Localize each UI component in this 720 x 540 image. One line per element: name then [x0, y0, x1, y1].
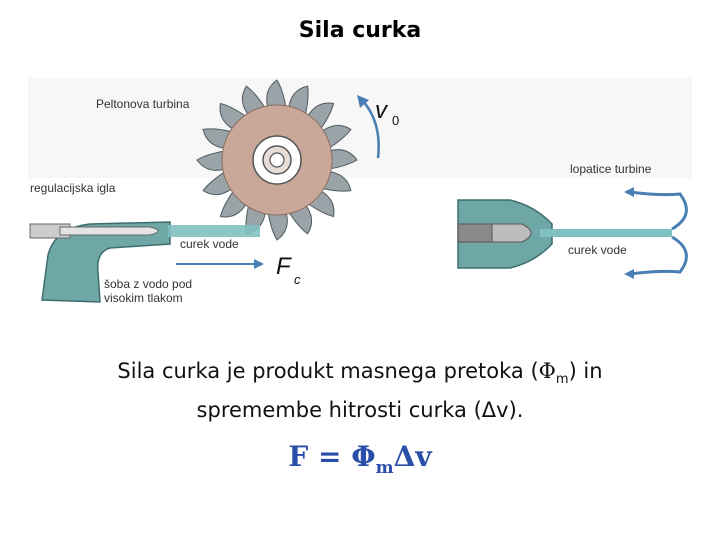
- wheel-bucket: [196, 150, 226, 171]
- force-arrowhead: [254, 259, 264, 269]
- caption: Sila curka je produkt masnega pretoka (Φ…: [40, 356, 680, 425]
- turbine-label: Peltonova turbina: [96, 97, 190, 111]
- needle-label: regulacijska igla: [30, 181, 116, 195]
- nozzle-label-line1: šoba z vodo pod: [104, 277, 192, 291]
- formula-subscript: m: [375, 458, 394, 478]
- pelton-wheel: [196, 79, 358, 241]
- wheel-hub-center: [269, 152, 285, 168]
- nozzle: [41, 221, 171, 303]
- caption-phi-subscript: m: [555, 372, 569, 387]
- jet-stream-right: [540, 229, 672, 237]
- caption-phi: Φ: [538, 359, 556, 383]
- nozzle-label-line2: visokim tlakom: [104, 291, 183, 305]
- caption-part1: Sila curka je produkt masnega pretoka (: [117, 359, 539, 383]
- velocity-subscript: 0: [392, 113, 399, 128]
- wheel-bucket: [267, 211, 288, 241]
- wheel-bucket: [328, 149, 358, 170]
- blade-arrow-top: [624, 187, 634, 197]
- figure-background: [28, 78, 692, 178]
- formula-lhs: F = Φ: [288, 440, 376, 473]
- caption-line2: spremembe hitrosti curka (Δv).: [196, 398, 524, 422]
- jet-force-formula: F = ΦmΔv: [0, 440, 720, 478]
- wheel-bucket: [266, 79, 287, 109]
- force-subscript: c: [294, 272, 301, 287]
- caption-part2: ) in: [568, 359, 603, 383]
- needle-right: [457, 223, 493, 243]
- rotation-arrow: [361, 99, 380, 159]
- formula-rhs: Δv: [393, 440, 432, 473]
- turbine-blade-bottom: [629, 235, 688, 276]
- jet-label-left: curek vode: [180, 237, 239, 251]
- turbine-blade-top: [629, 190, 688, 231]
- slide-title: Sila curka: [298, 18, 422, 43]
- regulation-needle: [59, 226, 159, 236]
- blade-arrow-bottom: [624, 269, 634, 279]
- jet-force-diagram: v 0 Peltonova turbina regulacijska igla …: [28, 78, 692, 305]
- force-label: F: [276, 253, 292, 280]
- water-jet: [168, 225, 260, 237]
- rotation-arrowhead: [357, 95, 369, 108]
- blades-label: lopatice turbine: [570, 162, 652, 176]
- jet-label-right: curek vode: [568, 243, 627, 257]
- needle-tip-right: [491, 223, 532, 243]
- velocity-label: v: [375, 97, 389, 124]
- blade-detail: [457, 187, 688, 279]
